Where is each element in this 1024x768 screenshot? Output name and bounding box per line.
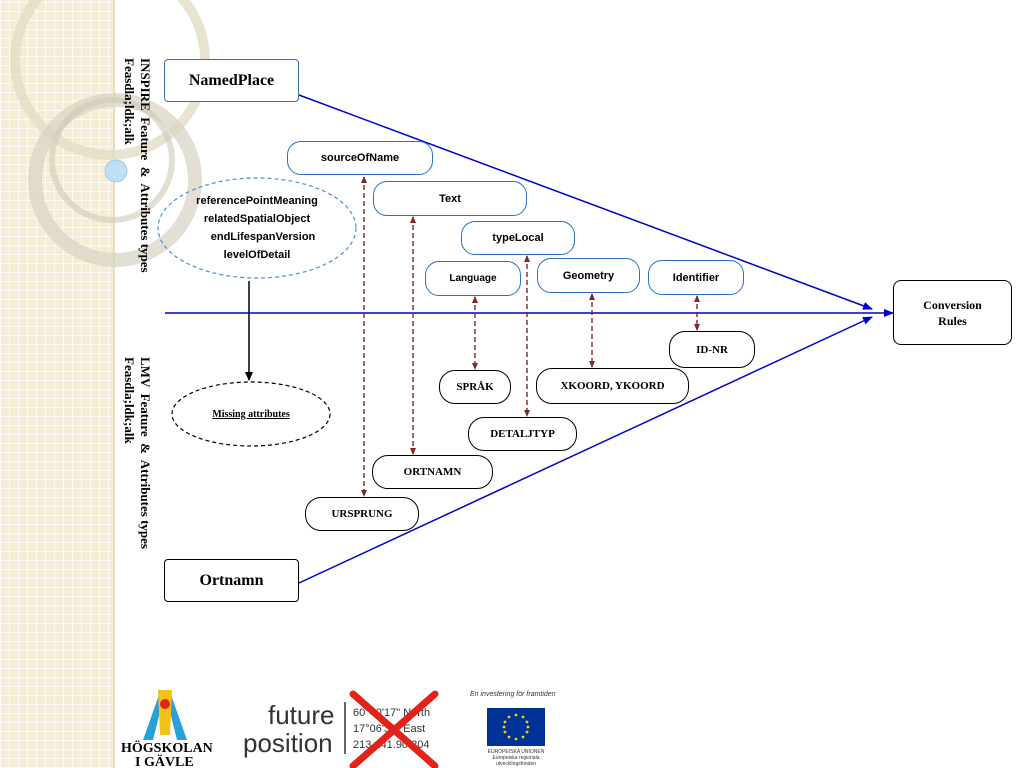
eu-line2: Europeiska regionala (493, 755, 540, 761)
lmv-attr-detaljtyp-label: DETALJTYP (490, 428, 555, 440)
attr-geometry: Geometry (537, 258, 640, 293)
ortnamn-title-box: Ortnamn (164, 559, 299, 602)
attr-language: Language (425, 261, 521, 296)
lmv-attr-sprak: SPRÅK (439, 370, 511, 404)
future-line2: position (243, 728, 333, 758)
lmv-side-label: LMV Feature & Attributes types Feasdla;l… (122, 357, 153, 549)
lmv-attr-xykoord-label: XKOORD, YKOORD (560, 380, 665, 392)
attr-text-label: Text (439, 192, 461, 205)
eu-logo: En investering för framtiden EUROPEISKA … (470, 691, 556, 767)
eu-line3: utvecklingsfonden (496, 761, 536, 767)
unmapped-attributes-list: referencePointMeaning relatedSpatialObje… (157, 178, 357, 278)
namedplace-to-conversion-arrow (298, 94, 873, 310)
attr-sourceofname-label: sourceOfName (320, 152, 400, 164)
lmv-attr-idnr-label: ID-NR (696, 343, 728, 356)
lmv-attr-ortnamn: ORTNAMN (372, 455, 493, 489)
attr-identifier: Identifier (648, 260, 744, 295)
hig-line1: HÖGSKOLAN (121, 739, 213, 756)
namedplace-box: NamedPlace (164, 59, 299, 102)
unmapped-attr-3: endLifespanVersion (210, 231, 316, 243)
future-line1: future (268, 700, 335, 730)
attr-identifier-label: Identifier (672, 271, 720, 284)
conversion-line1: Conversion (923, 297, 982, 312)
lmv-attr-ortnamn-label: ORTNAMN (403, 466, 462, 478)
attr-sourceofname: sourceOfName (287, 141, 433, 175)
footer-logos: HÖGSKOLAN I GÄVLE future position 60°40'… (121, 690, 556, 768)
attr-geometry-label: Geometry (562, 269, 615, 282)
attr-text: Text (373, 181, 527, 216)
future-position-logo: future position 60°40'17" North 17°06'39… (243, 690, 439, 768)
unmapped-attr-4: levelOfDetail (223, 249, 291, 261)
namedplace-label: NamedPlace (188, 71, 275, 89)
missing-attributes-oval (171, 381, 331, 447)
lmv-attr-ursprung-label: URSPRUNG (331, 508, 393, 520)
conversion-rules-box: Conversion Rules (893, 280, 1012, 345)
missing-attributes-label: Missing attributes (212, 408, 290, 420)
eu-tagline: En investering för framtiden (470, 691, 556, 698)
ortnamn-title-label: Ortnamn (199, 571, 264, 589)
ortnamn-to-conversion-arrow (298, 316, 873, 584)
unmapped-attr-2: relatedSpatialObject (203, 213, 311, 225)
unmapped-attr-1: referencePointMeaning (196, 195, 318, 207)
lmv-attr-idnr: ID-NR (669, 331, 755, 368)
lmv-attr-xykoord: XKOORD, YKOORD (536, 368, 689, 404)
inspire-side-label: INSPIRE Feature & Attributes types Feasd… (122, 58, 153, 273)
attr-language-label: Language (449, 273, 497, 284)
hig-logo: HÖGSKOLAN I GÄVLE (121, 690, 213, 768)
eu-line1: EUROPEISKA UNIONEN (488, 749, 545, 755)
hig-line2: I GÄVLE (135, 754, 194, 768)
conversion-line2: Rules (938, 313, 967, 328)
attr-typelocal-label: typeLocal (492, 232, 544, 244)
unmapped-attributes-oval (157, 177, 357, 279)
lmv-attr-ursprung: URSPRUNG (305, 497, 419, 531)
attr-typelocal: typeLocal (461, 221, 575, 255)
lmv-attr-sprak-label: SPRÅK (456, 381, 494, 393)
lmv-attr-detaljtyp: DETALJTYP (468, 417, 577, 451)
